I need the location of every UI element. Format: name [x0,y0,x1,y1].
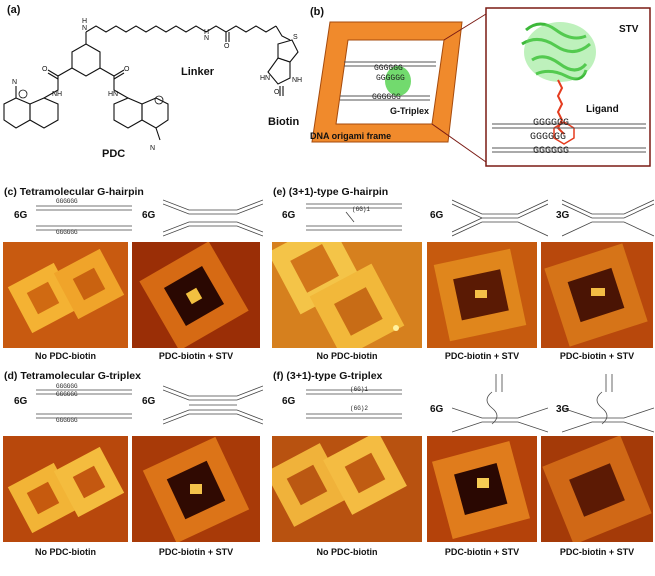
panel-d-seq-3: GGGGGG [56,417,78,424]
svg-text:H: H [82,18,87,25]
panel-e-loop: (6G)1 [352,206,371,213]
svg-text:HN: HN [260,75,270,82]
panel-b-label: (b) [310,6,325,18]
zoom-seq-2: GGGGGG [530,132,567,143]
svg-text:O: O [224,43,230,50]
pdc-label: PDC [102,148,126,160]
panel-c-seq-1: GGGGGG [56,198,78,205]
panel-e-schematic-3 [562,199,654,237]
afm-c-no-pdc [3,242,128,348]
panel-d-seq-1: GGGGGG [56,383,78,390]
panel-e-title: (e) (3+1)-type G-hairpin [273,186,389,198]
svg-text:O: O [42,66,48,73]
panel-c-6g-2: 6G [142,210,156,221]
svg-text:N: N [204,35,209,42]
panel-c-seq-2: GGGGGG [56,229,78,236]
panel-e-6g-1: 6G [282,210,296,221]
afm-e-no-pdc [272,242,422,348]
panel-d-caption-1: No PDC-biotin [35,547,96,557]
afm-e-6g-pdc-stv [427,242,537,348]
panel-c-caption-2: PDC-biotin + STV [158,351,234,361]
panel-e-caption-3: PDC-biotin + STV [559,351,635,361]
panel-e-schematic-2 [452,199,548,237]
panel-f-6g-2: 6G [430,404,444,415]
panel-d-title: (d) Tetramolecular G-triplex [4,370,141,382]
afm-d-pdc-stv [132,436,260,542]
panel-c-title: (c) Tetramolecular G-hairpin [4,186,144,198]
panel-f-caption-1: No PDC-biotin [316,547,378,557]
svg-text:NH: NH [52,91,62,98]
panel-c-schematic-2 [163,199,263,237]
panel-e-caption-2: PDC-biotin + STV [444,351,520,361]
panel-e-caption-1: No PDC-biotin [316,351,378,361]
zoom-seq-1: GGGGGG [533,118,570,129]
afm-f-6g-pdc-stv [427,436,537,542]
panel-f-schematic-2 [452,374,548,433]
panel-f-loop-1: (6G)1 [350,386,369,393]
triplex-seq-top: GGGGGG [374,64,403,73]
panel-d-6g-1: 6G [14,396,28,407]
panel-d-6g-2: 6G [142,396,156,407]
afm-d-no-pdc [3,436,128,542]
triplex-seq-bot: GGGGGG [372,93,401,102]
panel-e-schematic-1 [306,203,402,231]
svg-text:O: O [124,66,130,73]
dna-origami-schematic [311,7,651,167]
ligand-label: Ligand [586,104,619,115]
svg-text:S: S [293,34,298,41]
panel-a-label: (a) [7,4,21,16]
afm-c-pdc-stv [132,242,260,348]
panel-c-caption-1: No PDC-biotin [35,351,96,361]
afm-f-no-pdc [272,436,422,542]
panel-d-caption-2: PDC-biotin + STV [158,547,234,557]
g-triplex-label: G-Triplex [390,106,430,116]
panel-e-3g: 3G [556,210,570,221]
svg-text:H: H [204,29,209,36]
panel-f-6g-1: 6G [282,396,296,407]
panel-d-schematic-1 [36,389,132,419]
panel-c-schematic-1 [36,205,132,231]
stv-label: STV [619,24,639,35]
panel-d-schematic-2 [163,385,263,425]
panel-f-schematic-1 [306,389,402,419]
svg-text:O: O [274,89,280,96]
origami-frame-label: DNA origami frame [310,131,392,141]
svg-text:N: N [150,145,155,152]
panel-f-title: (f) (3+1)-type G-triplex [273,370,383,382]
panel-e-6g-2: 6G [430,210,444,221]
panel-f-3g: 3G [556,404,570,415]
panel-d-seq-2: GGGGGG [56,391,78,398]
afm-e-3g-pdc-stv [541,242,653,348]
svg-text:N: N [82,25,87,32]
panel-c-6g-1: 6G [14,210,28,221]
triplex-seq-mid: GGGGGG [376,74,405,83]
linker-label: Linker [181,66,215,78]
panel-f-loop-2: (6G)2 [350,405,369,412]
svg-text:NH: NH [292,77,302,84]
biotin-label: Biotin [268,116,300,128]
panel-f-schematic-3 [562,374,654,433]
svg-text:HN: HN [108,91,118,98]
panel-f-caption-2: PDC-biotin + STV [444,547,520,557]
zoom-seq-3: GGGGGG [533,146,570,157]
svg-text:N: N [12,79,17,86]
panel-f-caption-3: PDC-biotin + STV [559,547,635,557]
afm-f-3g-pdc-stv [541,436,653,542]
